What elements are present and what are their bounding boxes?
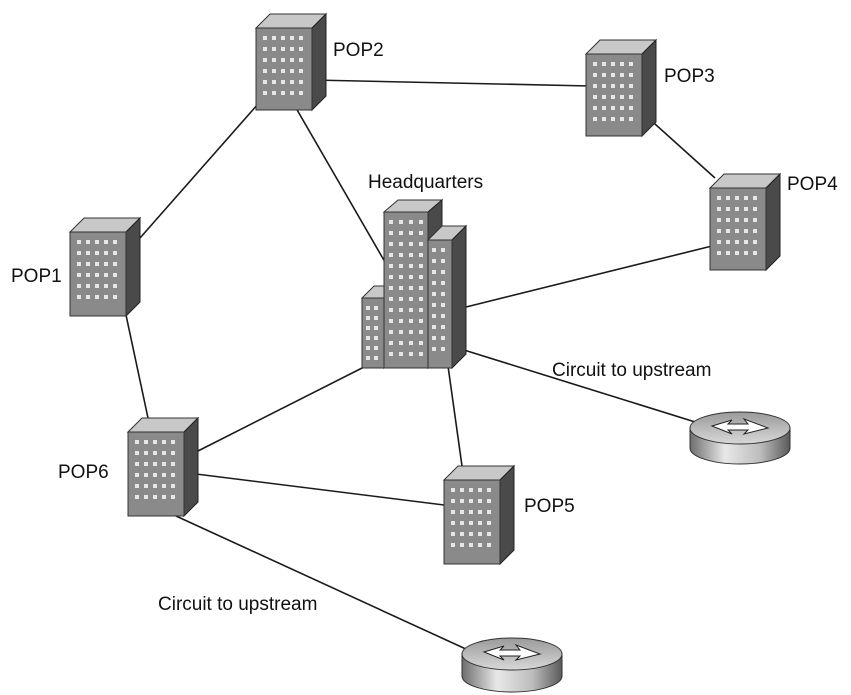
pop5-label: POP5 — [524, 496, 575, 517]
building-icon-pop4 — [708, 172, 782, 272]
pop1-label: POP1 — [11, 266, 62, 287]
building-icon-pop2 — [254, 12, 328, 112]
windows — [77, 240, 117, 299]
building-icon-pop6 — [126, 416, 200, 518]
router-icon-headquarters-upstream — [689, 411, 791, 465]
link-pop2-headquarters — [295, 107, 386, 263]
windows — [135, 440, 175, 499]
link-pop4-headquarters — [461, 245, 713, 309]
pop2-label: POP2 — [333, 40, 384, 61]
link-pop6-upstream-router — [175, 515, 469, 651]
link-pop6-pop5 — [195, 473, 445, 506]
windows — [451, 488, 491, 547]
building-icon-pop3 — [584, 38, 658, 138]
windows — [366, 220, 445, 360]
upstream-circuit-label-hq: Circuit to upstream — [552, 360, 711, 381]
link-pop3-pop4 — [644, 114, 716, 179]
windows — [263, 36, 303, 95]
router-icon-pop6-upstream — [461, 637, 563, 693]
upstream-circuit-label-pop6: Circuit to upstream — [158, 594, 317, 615]
pop6-label: POP6 — [58, 462, 109, 483]
link-headquarters-upstream-router — [463, 349, 709, 427]
headquarters-label: Headquarters — [368, 172, 483, 193]
headquarters-building-icon — [360, 198, 468, 370]
windows — [593, 62, 633, 121]
link-pop6-headquarters — [195, 365, 367, 453]
link-pop2-pop3 — [311, 79, 591, 87]
windows — [717, 196, 757, 255]
link-headquarters-pop5 — [447, 365, 463, 467]
pop3-label: POP3 — [664, 66, 715, 87]
pop4-label: POP4 — [787, 174, 838, 195]
building-icon-pop5 — [442, 464, 516, 566]
links — [125, 79, 716, 651]
link-pop1-pop2 — [139, 103, 259, 239]
link-pop1-pop6 — [125, 314, 149, 419]
building-icon-pop1 — [68, 216, 142, 318]
